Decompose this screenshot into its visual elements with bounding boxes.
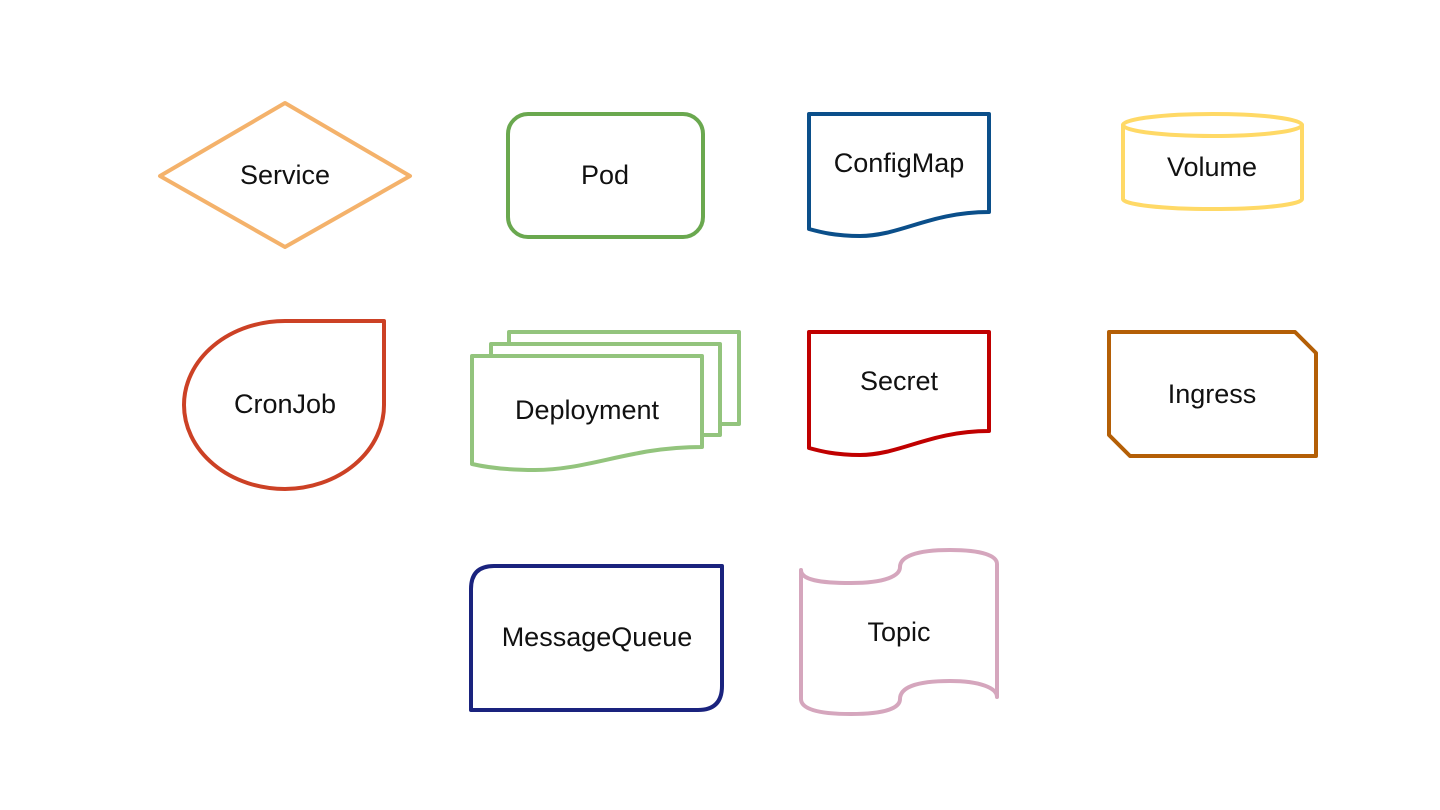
node-label: CronJob	[234, 389, 336, 419]
node-cronjob[interactable]: CronJob	[182, 319, 386, 491]
node-service[interactable]: Service	[158, 101, 412, 249]
node-label: Deployment	[515, 395, 660, 425]
multi-document-back-shape	[507, 330, 741, 426]
tape-shape	[799, 548, 999, 716]
node-topic[interactable]: Topic	[799, 548, 999, 716]
node-label: Secret	[860, 366, 939, 396]
multi-document-middle-shape	[489, 342, 722, 437]
node-label: Ingress	[1168, 379, 1257, 409]
rounded-diagonal-rect-shape	[469, 564, 724, 712]
document-shape	[807, 330, 991, 457]
cylinder-top-shape	[1121, 112, 1304, 138]
node-label: Topic	[867, 617, 930, 647]
node-configmap[interactable]: ConfigMap	[807, 112, 991, 238]
node-pod[interactable]: Pod	[506, 112, 705, 239]
node-volume[interactable]: Volume	[1121, 112, 1304, 212]
node-secret[interactable]: Secret	[807, 330, 991, 457]
teardrop-shape	[182, 319, 386, 491]
cut-corner-rect-shape	[1107, 330, 1318, 458]
node-messagequeue[interactable]: MessageQueue	[469, 564, 724, 712]
node-deployment[interactable]: Deployment	[470, 330, 741, 472]
rounded-rect-shape	[506, 112, 705, 239]
node-ingress[interactable]: Ingress	[1107, 330, 1318, 458]
node-label: Pod	[581, 160, 629, 190]
node-label: Service	[240, 160, 330, 190]
node-label: Volume	[1167, 152, 1257, 182]
node-label: MessageQueue	[502, 622, 693, 652]
cylinder-body-shape	[1121, 123, 1304, 212]
diamond-shape	[158, 101, 412, 249]
document-shape	[807, 112, 991, 238]
node-label: ConfigMap	[834, 148, 965, 178]
multi-document-front-shape	[470, 354, 704, 472]
